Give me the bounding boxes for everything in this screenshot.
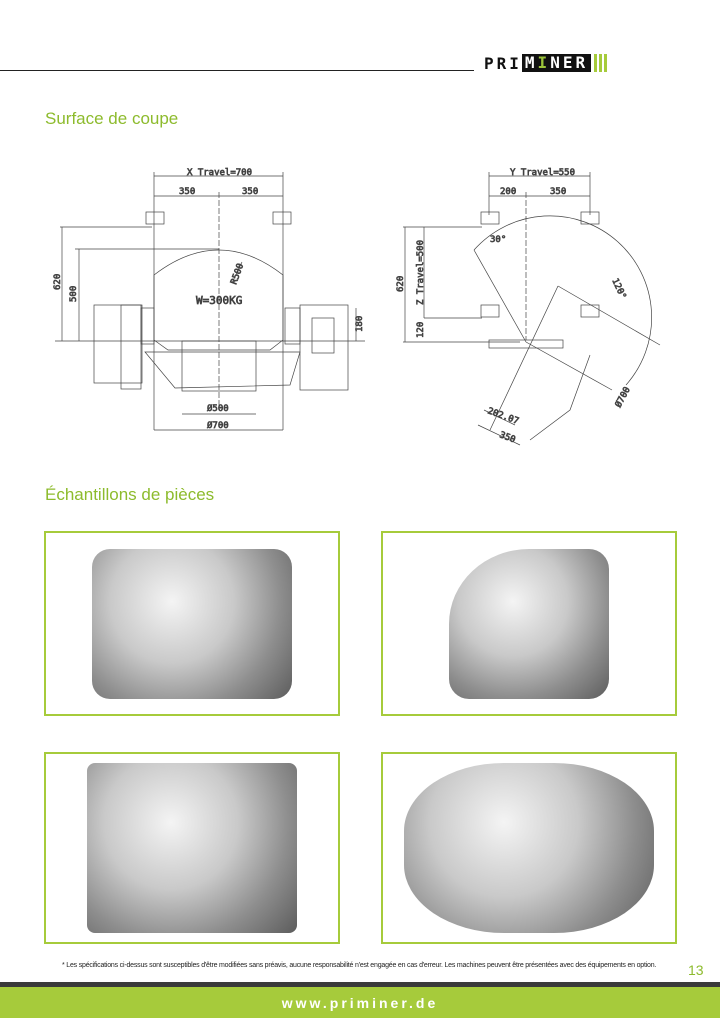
logo-m: M (524, 53, 538, 72)
logo-box: MINER (521, 53, 592, 72)
height-620-label: 620 (53, 274, 63, 290)
x-left-half-label: 350 (179, 187, 195, 197)
dim-350-label: 350 (498, 430, 517, 445)
x-travel-label: X Travel=700 (187, 168, 252, 178)
height-620-label-right: 620 (396, 276, 406, 292)
technical-drawings: X Travel=700 350 350 620 500 R500 W=300K… (53, 168, 661, 446)
sample-part-photo-4 (381, 752, 677, 944)
page-number: 13 (688, 962, 704, 978)
height-180-label: 180 (355, 316, 365, 332)
logo-ner: NER (550, 53, 589, 72)
logo-text-left: PRI (484, 53, 522, 73)
z-travel-label: Z Travel=500 (416, 240, 426, 305)
x-right-half-label: 350 (242, 187, 258, 197)
y-travel-label: Y Travel=550 (510, 168, 575, 178)
y-200-label: 200 (500, 187, 516, 197)
sample-part-photo-3 (44, 752, 340, 944)
header-rule (0, 70, 474, 71)
logo-i: I (537, 53, 551, 72)
right-drawing (403, 172, 661, 446)
disclaimer-note: * Les spécifications ci-dessus sont susc… (62, 962, 657, 969)
left-drawing (55, 172, 365, 431)
sample-part-photo-2 (381, 531, 677, 716)
website-link[interactable]: www.priminer.de (281, 994, 439, 1011)
diameter-700-label-right: Ø700 (613, 385, 633, 409)
radius-label: R500 (229, 262, 246, 286)
section-title-sample-parts: Échantillons de pièces (45, 485, 215, 504)
sample-part-photo-1 (44, 531, 340, 716)
section-title-cutting-surface: Surface de coupe (45, 109, 179, 128)
spindle-icon (145, 211, 165, 225)
y-350-label: 350 (550, 187, 566, 197)
height-120-label: 120 (416, 322, 426, 338)
footer-bar: www.priminer.de (0, 987, 720, 1018)
priminer-logo: PRI MINER (484, 53, 608, 73)
footer-dark-stripe (0, 982, 720, 987)
weight-label: W=300KG (196, 294, 242, 307)
diameter-500-label: Ø500 (207, 403, 229, 414)
diameter-700-label: Ø700 (207, 420, 229, 431)
dim-202-label: 202.07 (486, 406, 520, 427)
logo-bars (594, 54, 608, 72)
height-500-label: 500 (69, 286, 79, 302)
angle-120-label: 120° (609, 277, 627, 301)
angle-30-label: 30° (490, 235, 506, 245)
